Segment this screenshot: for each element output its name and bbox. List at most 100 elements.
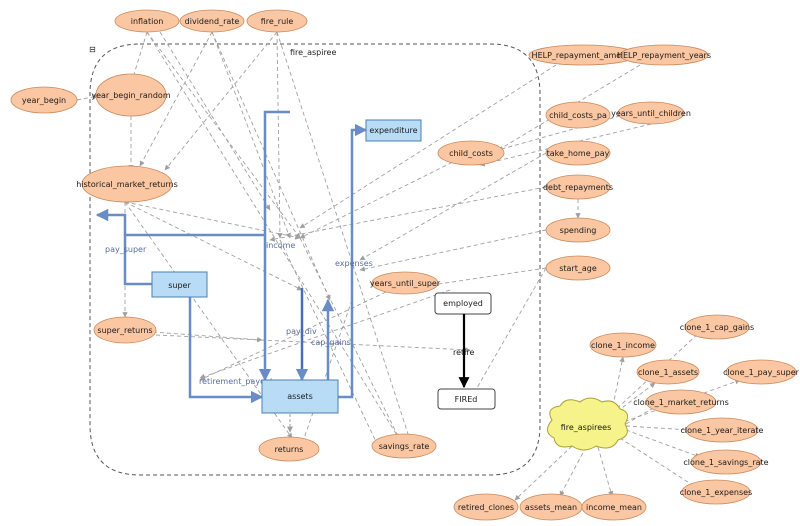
dependency-link (279, 239, 381, 451)
flow-label-pay-super: pay_super (105, 245, 147, 254)
aux-clone-market-returns[interactable]: clone_1_market_returns (633, 389, 729, 415)
aux-super-returns[interactable]: super_returns (93, 316, 157, 344)
agent-frame: ⊟ fire_aspiree (89, 43, 541, 476)
aux-inflation[interactable]: inflation (114, 9, 180, 33)
aux-clone-income[interactable]: clone_1_income (589, 332, 657, 358)
frame-marker: ⊟ (89, 45, 96, 54)
pay-super-source (95, 208, 127, 235)
aux-label: assets_mean (525, 503, 577, 512)
aux-oval (114, 9, 180, 33)
aux-label: savings_rate (379, 442, 430, 451)
aux-clone-year-iterate[interactable]: clone_1_year_iterate (681, 417, 764, 443)
aux-oval (617, 101, 685, 125)
aux-oval (545, 140, 611, 166)
dependency-link (164, 31, 278, 171)
aux-child-costs-pa[interactable]: child_costs_pa (545, 101, 611, 129)
flow-pipes (95, 110, 368, 433)
transition-retire-label: retire (453, 348, 475, 357)
aux-clone-expenses[interactable]: clone_1_expenses (680, 479, 752, 505)
aux-label: child_costs_pa (549, 111, 607, 120)
stock-assets-box (261, 379, 339, 414)
aux-child-costs[interactable]: child_costs (437, 140, 505, 166)
dependency-link (155, 334, 471, 353)
aux-label: super_returns (97, 326, 152, 335)
aux-savings-rate[interactable]: savings_rate (371, 433, 437, 459)
stock-expenditure-box (365, 119, 422, 142)
aux-label: years_until_children (611, 109, 691, 118)
aux-fire-rule[interactable]: fire_rule (246, 9, 308, 33)
agent-frame-border (89, 43, 541, 476)
aux-label: take_home_pay (547, 149, 610, 158)
aux-retired-clones[interactable]: retired_clones (453, 493, 519, 521)
dependency-link (559, 446, 587, 497)
state-fired-box (437, 388, 496, 410)
income-pipe (258, 110, 290, 382)
flow-label-retirement-payout: retirement_payout (199, 377, 273, 386)
aux-oval (545, 174, 611, 200)
dependency-link (597, 446, 614, 497)
aux-label: clone_1_savings_rate (683, 458, 768, 467)
aux-clone-savings-rate[interactable]: clone_1_savings_rate (683, 449, 769, 475)
aux-income-mean[interactable]: income_mean (581, 493, 647, 521)
aux-years-until-children[interactable]: years_until_children (611, 101, 691, 125)
aux-oval (684, 314, 750, 340)
stock-expenditure[interactable]: expenditure (365, 119, 422, 142)
flow-label-pay-div: pay_div (286, 327, 317, 336)
aux-label: clone_1_expenses (680, 488, 752, 497)
state-fired-label: FIREd (455, 395, 478, 404)
aux-historical-market-returns[interactable]: historical_market_returns (76, 165, 178, 203)
aux-oval (453, 493, 519, 521)
dependency-link (619, 437, 701, 491)
state-employed[interactable]: employed (434, 292, 492, 315)
cloud-label: fire_aspirees (561, 423, 612, 432)
aux-take-home-pay[interactable]: take_home_pay (545, 140, 611, 166)
aux-help-amount[interactable]: HELP_repayment_amount (528, 44, 638, 66)
stock-assets[interactable]: assets (261, 379, 339, 414)
aux-label: fire_rule (261, 17, 294, 26)
aux-label: returns (275, 445, 304, 454)
aux-spending[interactable]: spending (545, 217, 611, 243)
stock-super-box (151, 271, 208, 298)
dependency-link (146, 31, 401, 441)
dependency-link (211, 31, 291, 239)
stock-super[interactable]: super (151, 271, 208, 298)
pay-super-pipe (123, 233, 265, 286)
aux-clone-cap-gains[interactable]: clone_1_cap_gains (680, 314, 754, 340)
dependency-link (299, 237, 401, 441)
population-cloud[interactable]: fire_aspirees (547, 397, 629, 451)
dependency-link (625, 425, 691, 433)
aux-returns[interactable]: returns (258, 436, 320, 462)
dependency-link (359, 229, 547, 272)
aux-start-age[interactable]: start_age (545, 255, 611, 281)
state-fired[interactable]: FIREd (437, 388, 496, 410)
aux-dividend-rate[interactable]: dividend_rate (179, 9, 245, 33)
aux-debt-repayments[interactable]: debt_repayments (543, 174, 613, 200)
aux-label: debt_repayments (543, 183, 613, 192)
aux-label: HELP_repayment_years (617, 51, 711, 60)
stock-assets-label: assets (287, 392, 312, 401)
aux-label: HELP_repayment_amount (532, 51, 635, 60)
aux-oval (725, 359, 797, 385)
aux-year-begin[interactable]: year_begin (10, 86, 78, 114)
aux-years-until-super[interactable]: years_until_super (370, 271, 441, 295)
aux-oval (371, 271, 439, 295)
flow-label-income: income (266, 241, 295, 250)
dependency-link (299, 299, 353, 451)
dependency-link (299, 64, 557, 229)
aux-label: child_costs (449, 149, 493, 158)
aux-assets-mean[interactable]: assets_mean (519, 493, 583, 521)
dependency-link (299, 152, 472, 239)
dependency-link (124, 201, 303, 291)
dependency-link (139, 31, 213, 167)
aux-year-begin-random[interactable]: year_begin_random (91, 73, 171, 117)
aux-oval (545, 217, 611, 243)
aux-oval (645, 389, 717, 415)
dependency-link (199, 289, 451, 379)
aux-clone-pay-super[interactable]: clone_1_pay_super (723, 359, 800, 385)
aux-clone-assets[interactable]: clone_1_assets (636, 359, 700, 385)
aux-help-years[interactable]: HELP_repayment_years (617, 44, 711, 66)
aux-oval (581, 493, 647, 521)
expenses-pipe (338, 123, 368, 399)
dependency-link (124, 201, 301, 240)
